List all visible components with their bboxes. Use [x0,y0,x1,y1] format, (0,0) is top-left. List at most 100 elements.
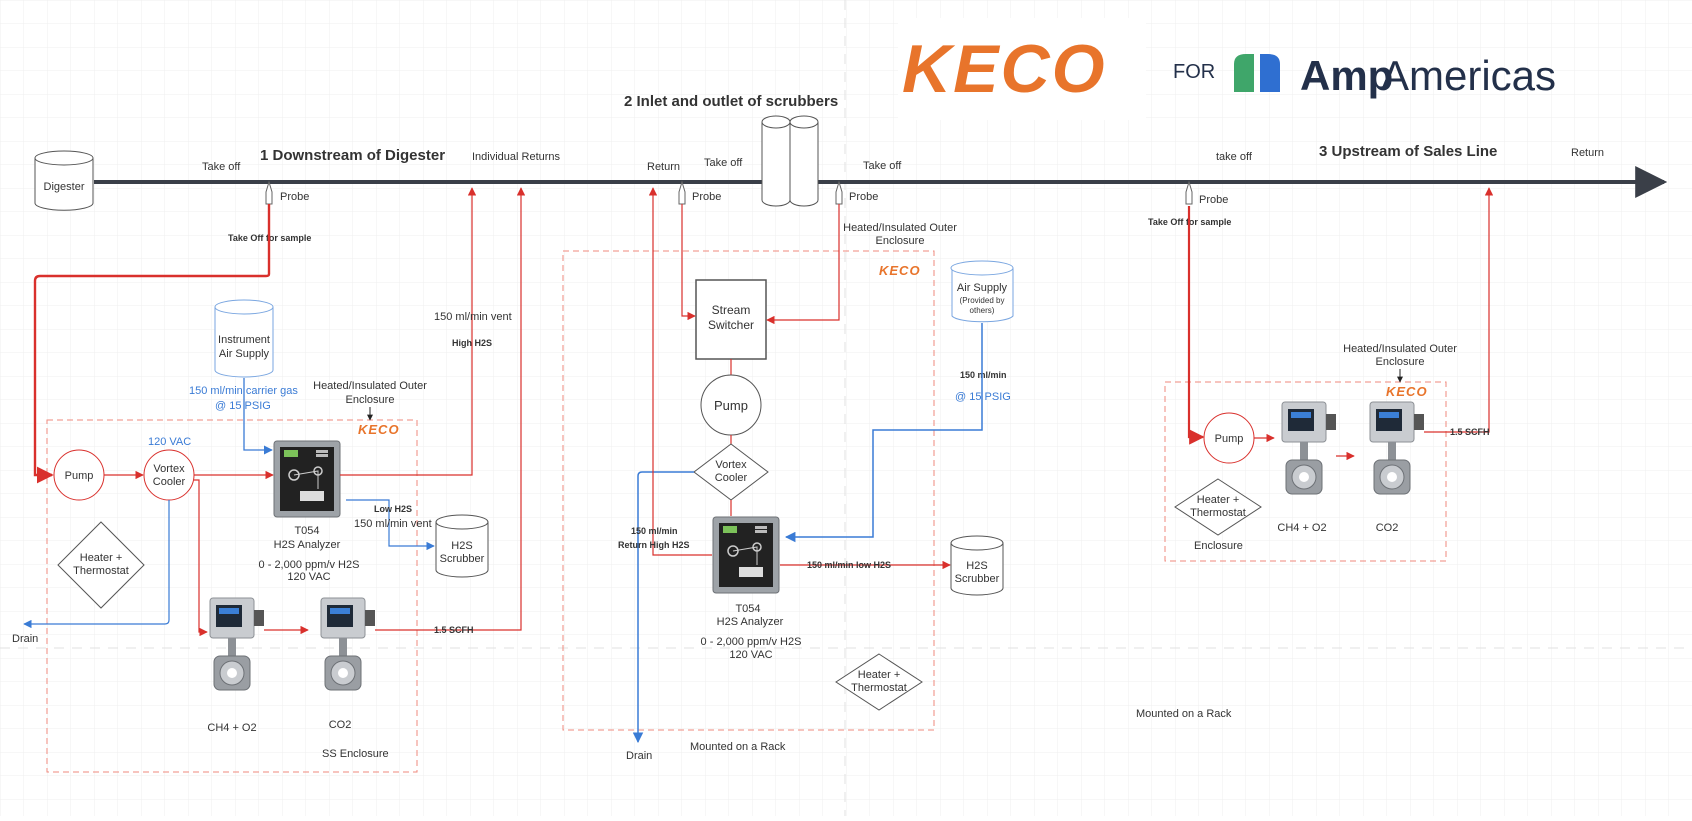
heater-3-label-line2: Thermostat [1190,507,1246,519]
take-off-label-4: take off [1216,151,1253,163]
return-flow-label: 150 ml/min [631,526,678,536]
return-high-h2s-line [648,187,712,556]
section3-title: 3 Upstream of Sales Line [1319,143,1497,160]
stream-switcher-label-line1: Stream [712,303,751,317]
analyzer-1-name: T054 [294,525,319,537]
return-high-label: Return High H2S [618,540,690,550]
digester-label: Digester [44,181,85,193]
heater-1-label-line1: Heater + [80,552,123,564]
analyzer-1-power: 120 VAC [287,571,330,583]
rack-label-3: Mounted on a Rack [1136,708,1232,720]
scfh-label-1: 1.5 SCFH [434,625,474,635]
vac-120-label: 120 VAC [148,436,191,448]
drain-label-1: Drain [12,633,38,645]
drain-label-2: Drain [626,750,652,762]
probe-label-1: Probe [280,191,309,203]
section3-enclosure-text: Enclosure [1194,540,1243,552]
probe-1: Probe [265,180,309,205]
keco-amp-americas-logo: KECO FOR Amp Americas [898,18,1556,120]
ch4-o2-analyzer-3: CH4 + O2 [1277,401,1337,534]
analyzer-1-range: 0 - 2,000 ppm/v H2S [259,559,360,571]
section3-enclosure-label-line1: Heated/Insulated Outer [1343,343,1457,355]
individual-returns-label: Individual Returns [472,151,561,163]
section1-title: 1 Downstream of Digester [260,147,445,164]
section1-enclosure-label-line1: Heated/Insulated Outer [313,380,427,392]
section3-enclosure-label-line2: Enclosure [1376,356,1425,368]
air-provided-line2: others) [970,306,995,315]
air-supply-tank: Air Supply (Provided by others) [950,260,1014,323]
t054-analyzer-2: T054 H2S Analyzer 0 - 2,000 ppm/v H2S 12… [701,516,802,661]
scrubber-2-label-line2: Scrubber [955,573,1000,585]
vortex-cooler-2-label-line1: Vortex [715,459,747,471]
heater-thermostat-1: Heater + Thermostat [57,521,145,609]
section2-keco-badge: KECO [879,263,921,278]
pump-1-label: Pump [65,470,94,482]
return-label-2: Return [647,161,680,173]
amp-americas-wordmark-primary: Amp [1300,52,1393,99]
heater-2-label-line2: Thermostat [851,682,907,694]
analyzer-2-power: 120 VAC [729,649,772,661]
section2-title: 2 Inlet and outlet of scrubbers [624,93,838,110]
section1-enclosure [46,419,418,773]
stream-switcher: Stream Switcher [695,279,767,360]
vortex-cooler-1: Vortex Cooler [143,449,195,501]
analyzer-2-range: 0 - 2,000 ppm/v H2S [701,636,802,648]
probe-label-4: Probe [1199,194,1228,206]
heater-thermostat-2: Heater + Thermostat [835,653,923,711]
return-label-3: Return [1571,147,1604,159]
section3-keco-badge: KECO [1386,384,1428,399]
heater-thermostat-3: Heater + Thermostat [1174,478,1262,536]
ch4-o2-label-3: CH4 + O2 [1277,522,1326,534]
vortex-cooler-1-label-line2: Cooler [153,476,186,488]
probe-label-2: Probe [692,191,721,203]
keco-logo-text: KECO [902,31,1106,107]
sample-line-1 [33,204,271,484]
amp-americas-wordmark-secondary: Americas [1381,52,1556,99]
pump-3-label: Pump [1215,433,1244,445]
co2-analyzer-1: CO2 [320,597,376,731]
ss-enclosure-label: SS Enclosure [322,748,389,760]
analyzer-2-name: T054 [735,603,760,615]
scrubber-1-label-line1: H2S [451,540,472,552]
analyzer-1-type: H2S Analyzer [274,539,341,551]
sample-line-3 [1187,206,1205,445]
carrier-psig-label: @ 15 PSIG [215,400,271,412]
pump-1: Pump [53,449,105,501]
vortex-cooler-1-label-line1: Vortex [153,463,185,475]
probe-3: Probe [835,180,878,205]
scfh-return-line-3 [1424,187,1494,433]
air-provided-line1: (Provided by [960,296,1005,305]
digester-tank: Digester [34,150,94,211]
section1-enclosure-label-line2: Enclosure [346,394,395,406]
section3-enclosure [1164,381,1447,562]
heater-1-label-line2: Thermostat [73,565,129,577]
co2-analyzer-3: CO2 [1369,401,1425,534]
t054-analyzer-1: T054 H2S Analyzer 0 - 2,000 ppm/v H2S 12… [259,440,360,583]
scrubber-1-label-line2: Scrubber [440,553,485,565]
air-supply-line [784,323,983,543]
scrubber-2-label-line1: H2S [966,560,987,572]
analyzer-2-type: H2S Analyzer [717,616,784,628]
amp-americas-mark-icon [1234,54,1280,92]
probe-label-3: Probe [849,191,878,203]
section2-enclosure-label-line1: Heated/Insulated Outer [843,222,957,234]
ch4-o2-label-1: CH4 + O2 [207,722,256,734]
stream-switcher-label-line2: Switcher [708,318,754,332]
instrument-air-supply: Instrument Air Supply [214,299,274,378]
probe-2: Probe [678,180,721,205]
pump-2: Pump [700,374,762,436]
take-off-label-2: Take off [704,157,743,169]
section2-enclosure-label-line2: Enclosure [876,235,925,247]
instrument-air-label-line2: Air Supply [219,348,270,360]
scfh-label-3: 1.5 SCFH [1450,427,1490,437]
drain-line-2 [632,471,694,744]
carrier-gas-line [243,378,273,455]
heater-3-label-line1: Heater + [1197,494,1240,506]
section2-enclosure [562,250,935,731]
air-flow-label: 150 ml/min [960,370,1007,380]
vent-150-label: 150 ml/min vent [434,311,512,323]
scfh-return-line-1 [375,187,526,631]
high-h2s-label: High H2S [452,338,492,348]
